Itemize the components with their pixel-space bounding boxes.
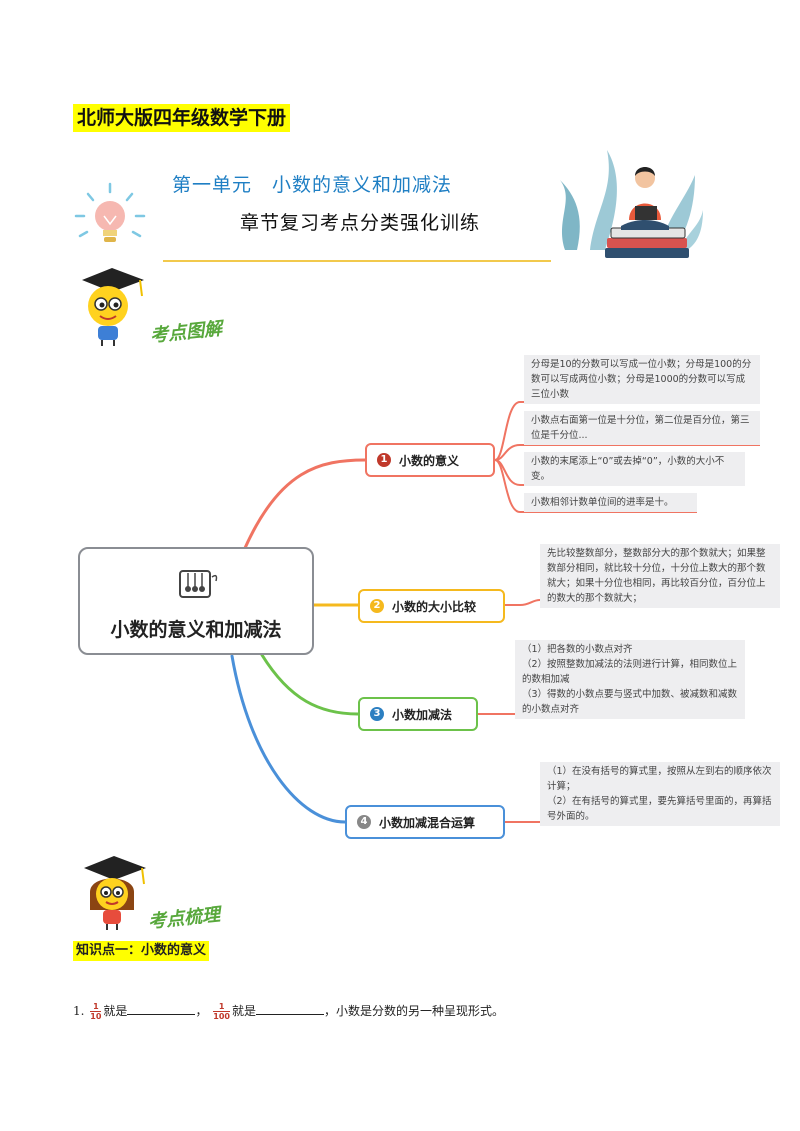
note-1c: 小数的末尾添上“0”或去掉“0”，小数的大小不变。 (524, 452, 745, 486)
question-text-1: 就是 (103, 1004, 128, 1018)
fraction-one-tenth: 1 10 (90, 1002, 102, 1021)
branch-number-4: 4 (357, 815, 371, 829)
branch-mixed-operations: 4 小数加减混合运算 (345, 805, 505, 839)
mascot-boy-icon (82, 268, 144, 346)
note-line-1a (494, 401, 760, 461)
note-line-1d (494, 459, 697, 513)
note-line-1b (494, 444, 760, 461)
fraction-numerator: 1 (218, 1002, 225, 1011)
answer-blank-1[interactable] (127, 1000, 196, 1015)
connector-branch-3 (260, 653, 360, 716)
fraction-numerator: 1 (93, 1002, 99, 1011)
book-title: 北师大版四年级数学下册 (73, 104, 291, 132)
fraction-denominator: 10 (90, 1011, 102, 1021)
branch-decimal-meaning: 1 小数的意义 (365, 443, 495, 477)
branch-decimal-add-sub: 3 小数加减法 (358, 697, 478, 731)
central-node-label: 小数的意义和加减法 (110, 619, 282, 641)
mindmap-central-node: 小数的意义和加减法 (78, 547, 314, 655)
note-1d: 小数相邻计数单位间的进率是十。 (524, 493, 697, 512)
note-1b: 小数点右面第一位是十分位，第二位是百分位，第三位是千分位... (524, 411, 760, 445)
branch-number-3: 3 (370, 707, 384, 721)
answer-blank-2[interactable] (256, 1000, 324, 1015)
question-text-2: 就是 (231, 1004, 256, 1018)
reading-student-illustration (560, 150, 703, 258)
branch-label-2: 小数的大小比较 (392, 599, 477, 614)
lightbulb-icon (74, 182, 146, 242)
note-3: （1）把各数的小数点对齐 （2）按照整数加减法的法则进行计算，相同数位上的数相加… (515, 640, 745, 719)
branch-label-3: 小数加减法 (392, 707, 453, 722)
note-line-2 (505, 599, 780, 606)
branch-decimal-compare: 2 小数的大小比较 (358, 589, 505, 623)
fraction-denominator: 100 (213, 1011, 230, 1021)
question-text-3: ，小数是分数的另一种呈现形式。 (324, 1004, 505, 1018)
question-1: 1. 1 10 就是 ， 1 100 就是 ，小数是分数的另一种呈现形式。 (73, 1000, 504, 1021)
question-number: 1. (73, 1004, 85, 1018)
branch-label-4: 小数加减混合运算 (379, 815, 476, 830)
question-separator: ， (195, 1004, 208, 1018)
branch-number-1: 1 (377, 453, 391, 467)
mascot-girl-icon (84, 856, 146, 930)
connector-branch-4 (230, 654, 347, 824)
branch-label-1: 小数的意义 (399, 453, 460, 468)
note-2: 先比较整数部分，整数部分大的那个数就大；如果整数部分相同，就比较十分位，十分位上… (540, 544, 780, 608)
knowledge-point-heading: 知识点一：小数的意义 (73, 941, 210, 961)
branch-number-2: 2 (370, 599, 384, 613)
chapter-subtitle: 章节复习考点分类强化训练 (240, 212, 481, 234)
note-1a: 分母是10的分数可以写成一位小数；分母是100的分数可以写成两位小数；分母是10… (524, 355, 760, 404)
connector-branch-1 (243, 458, 367, 550)
fraction-one-hundredth: 1 100 (213, 1002, 230, 1021)
note-4: （1）在没有括号的算式里，按照从左到右的顺序依次计算； （2）在有括号的算式里，… (540, 762, 780, 826)
newtons-cradle-icon (179, 570, 218, 598)
title-underline (163, 260, 551, 262)
unit-title: 第一单元 小数的意义和加减法 (172, 174, 453, 196)
